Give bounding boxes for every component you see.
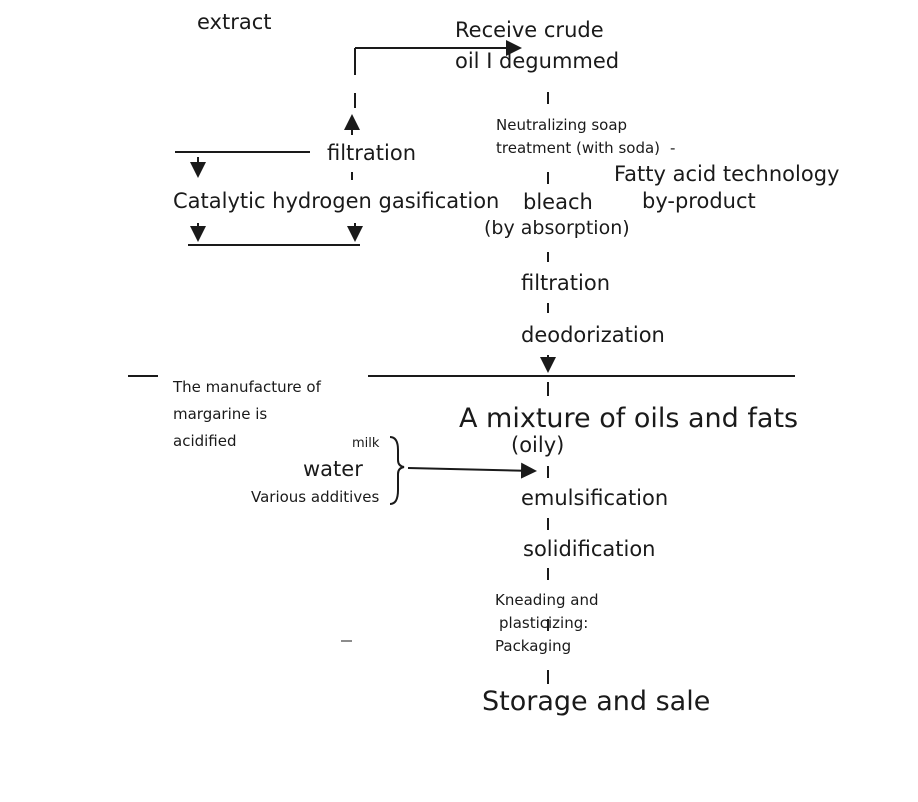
inputs-brace — [389, 436, 405, 505]
deodorization-label: deodorization — [521, 323, 665, 347]
storage-label: Storage and sale — [482, 686, 711, 717]
margarine-line-1: The manufacture of — [173, 378, 321, 396]
margarine-line-2: margarine is — [173, 405, 268, 423]
milk-label: milk — [352, 436, 380, 451]
additives-label: Various additives — [251, 488, 380, 506]
bleach-line-2: (by absorption) — [484, 217, 630, 239]
neutralize-dash: - — [670, 139, 676, 157]
water-label: water — [303, 457, 363, 481]
neutralize-line-1: Neutralizing soap — [496, 116, 628, 134]
kneading-line-1: Kneading and — [495, 591, 599, 609]
receive-line-1: Receive crude — [455, 18, 604, 42]
solidification-label: solidification — [523, 537, 656, 561]
kneading-line-3: Packaging — [495, 637, 572, 655]
kneading-line-2: plasticizing: — [499, 614, 589, 632]
extract-label: extract — [197, 10, 272, 34]
fatty-acid-line-1: Fatty acid technology — [614, 162, 840, 186]
margarine-line-3: acidified — [173, 432, 237, 450]
receive-line-2: oil I degummed — [455, 49, 620, 73]
left-filtration-label: filtration — [327, 141, 417, 165]
emulsification-label: emulsification — [521, 486, 669, 510]
inputs-arrow — [407, 462, 537, 479]
mixture-line-1: A mixture of oils and fats — [459, 403, 799, 434]
neutralize-line-2: treatment (with soda) — [496, 139, 661, 157]
catalytic-label: Catalytic hydrogen gasification — [173, 189, 500, 213]
mixture-line-2: (oily) — [511, 433, 565, 457]
main-filtration-label: filtration — [521, 271, 611, 295]
fatty-acid-line-2: by-product — [642, 189, 756, 213]
bleach-line-1: bleach — [523, 190, 593, 214]
